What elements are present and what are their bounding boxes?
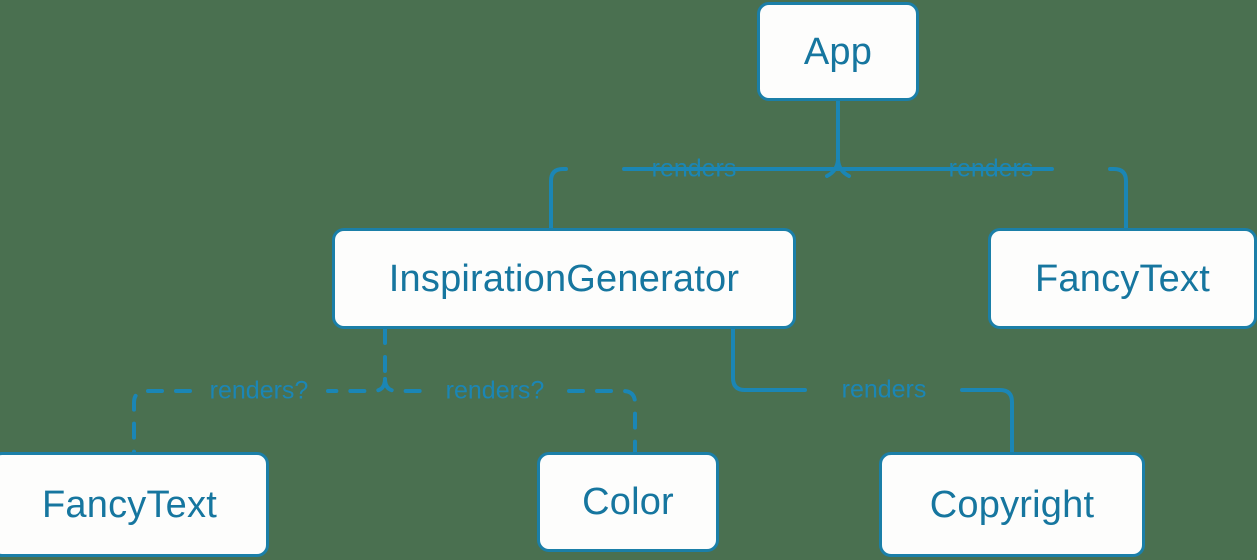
edge-inspirationgenerator-to-copyright: [731, 327, 1014, 454]
node-app[interactable]: App: [757, 2, 919, 101]
edge-app-to-fancytext: [836, 99, 1128, 230]
edge-label-inspirationgenerator-to-color: renders?: [445, 376, 545, 405]
node-fancytext-bottom-label: FancyText: [42, 483, 217, 526]
edge-inspirationgenerator-to-color: [383, 377, 637, 454]
node-fancytext-bottom[interactable]: FancyText: [0, 452, 269, 557]
edge-label-inspirationgenerator-to-copyright: renders: [841, 375, 927, 404]
node-color[interactable]: Color: [537, 452, 719, 552]
node-copyright[interactable]: Copyright: [879, 452, 1145, 557]
node-color-label: Color: [582, 481, 674, 523]
edge-label-inspirationgenerator-to-fancytext: renders?: [209, 376, 309, 405]
node-fancytext-right[interactable]: FancyText: [988, 228, 1257, 329]
node-fancytext-right-label: FancyText: [1035, 257, 1210, 300]
node-inspirationgenerator[interactable]: InspirationGenerator: [332, 228, 796, 329]
node-app-label: App: [803, 30, 873, 73]
edge-label-app-to-fancytext: renders: [948, 154, 1034, 183]
edge-label-app-to-inspirationgenerator: renders: [651, 154, 737, 183]
node-copyright-label: Copyright: [929, 483, 1095, 526]
edge-junction-app: [825, 159, 851, 178]
node-inspirationgenerator-label: InspirationGenerator: [388, 257, 740, 300]
